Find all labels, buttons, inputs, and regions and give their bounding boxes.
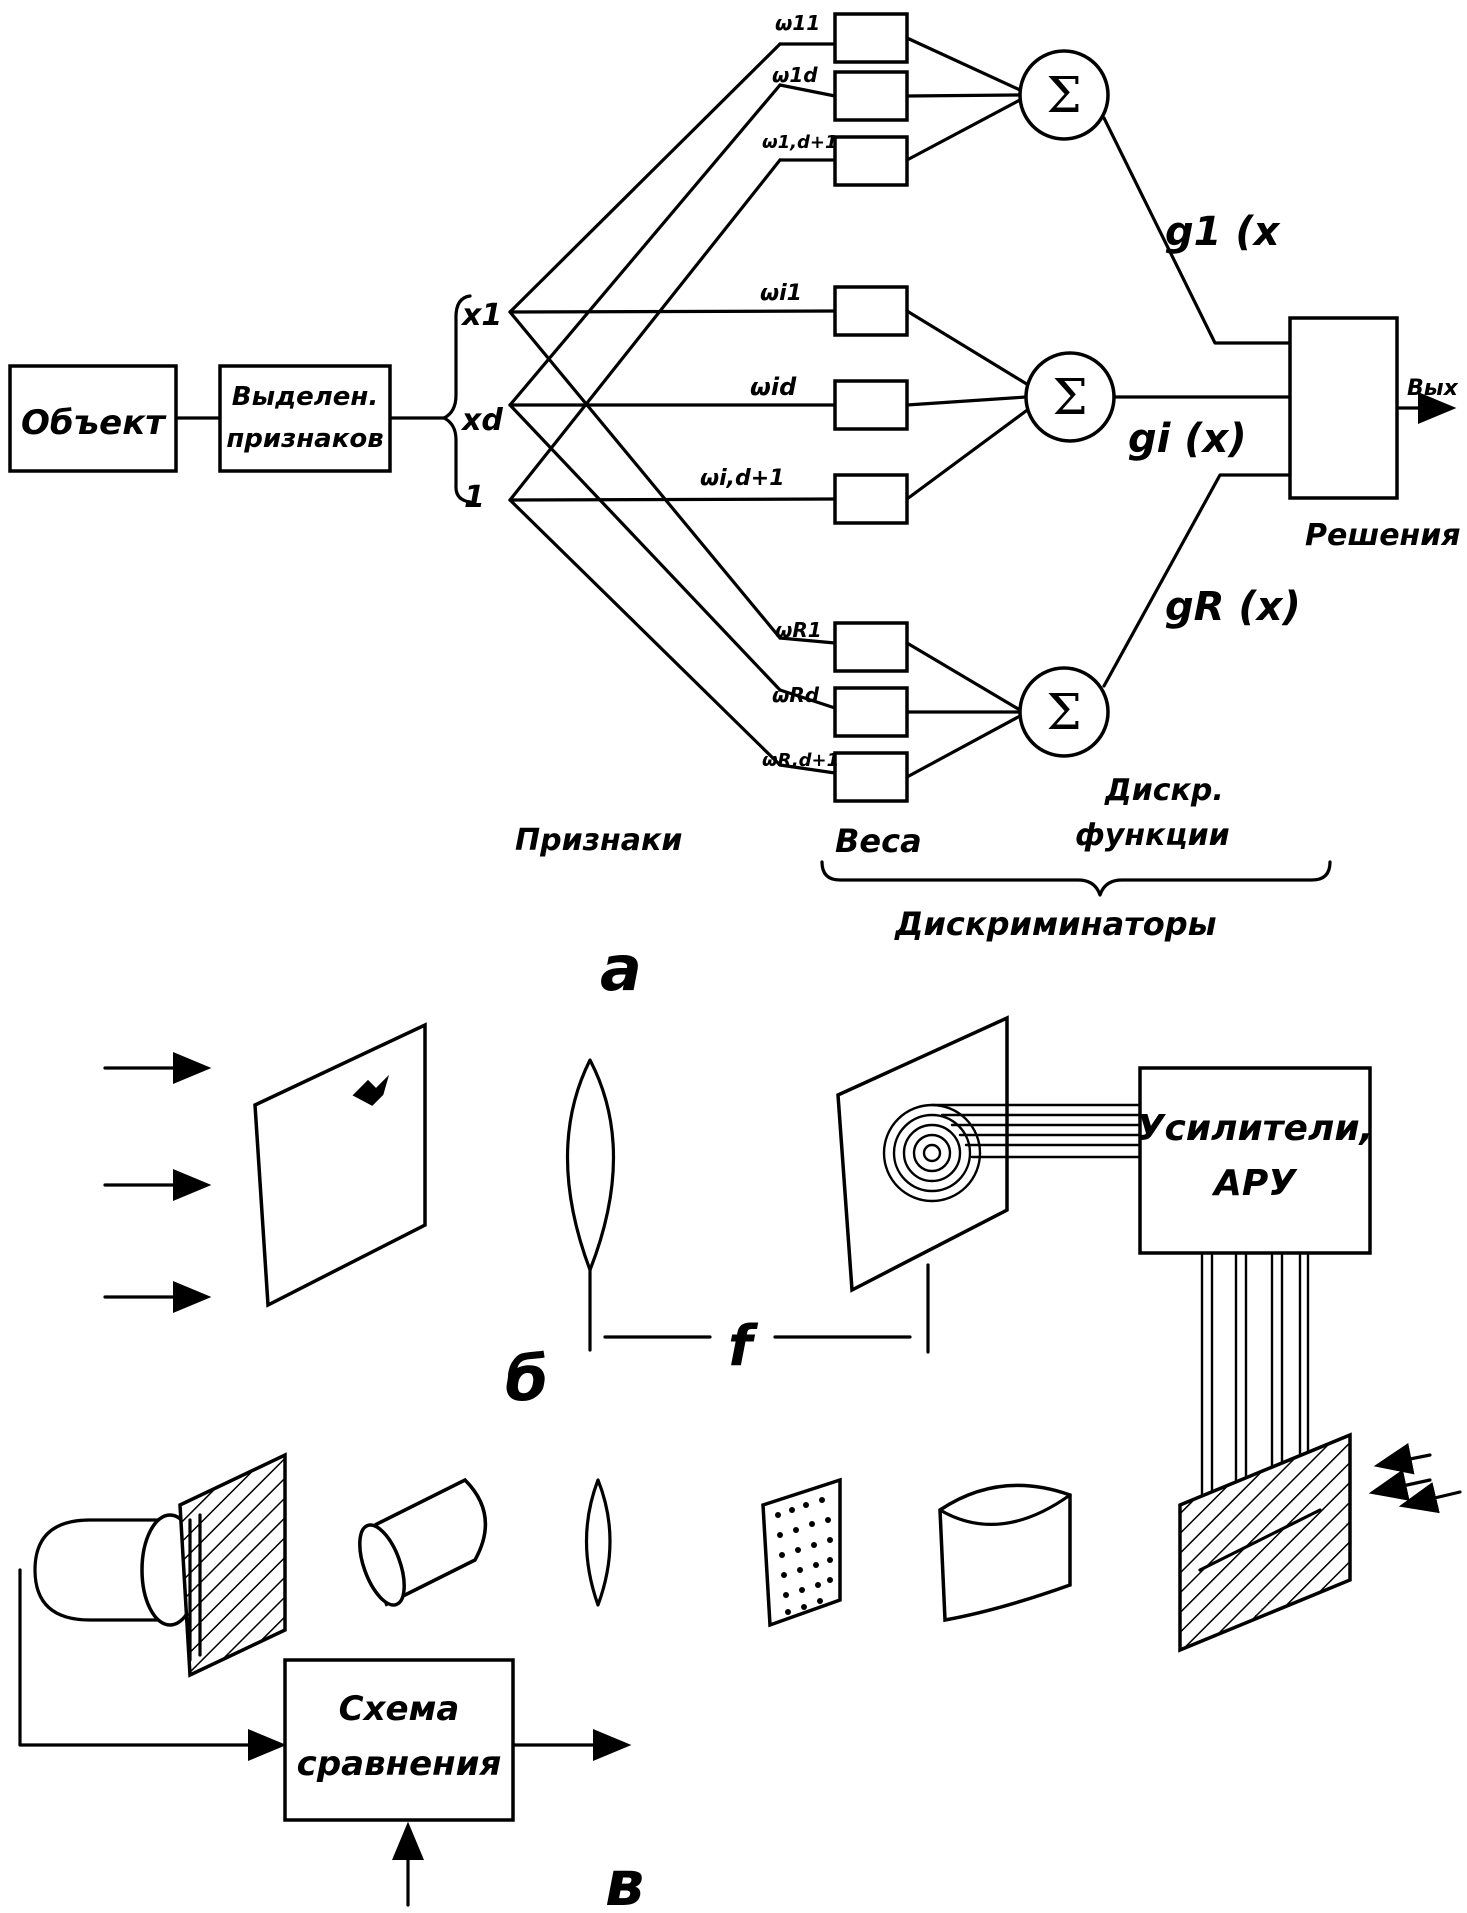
sum-node-1 — [1018, 49, 1110, 141]
discriminant-gi-label: gi (x) — [1128, 416, 1247, 462]
weight-label-R-d1: ωR,d+1 — [762, 750, 839, 771]
weight-box-R-d1 — [833, 751, 909, 803]
output-label: Вых — [1407, 376, 1459, 401]
weight-box-R-1 — [833, 621, 909, 673]
dot-mask-dots — [775, 1497, 833, 1615]
input-object-mark — [352, 1074, 390, 1106]
weight-label-R-1: ωR1 — [775, 618, 822, 642]
sum-symbol-i: Σ — [1052, 368, 1087, 426]
amplifier-label-line2: АРУ — [1211, 1163, 1298, 1204]
object-box-label: Объект — [21, 403, 167, 443]
light-source-housing — [178, 1452, 287, 1678]
weight-box-1-d — [833, 70, 909, 122]
fourier-lens — [566, 1058, 615, 1272]
panel-c-label: в — [605, 1847, 644, 1913]
weights-caption: Веса — [835, 822, 922, 860]
weight-label-1-1: ω11 — [775, 11, 820, 35]
input-plane — [253, 1022, 427, 1308]
dot-mask — [761, 1477, 842, 1628]
sum-symbol-1: Σ — [1046, 66, 1081, 124]
focal-length-label: f — [728, 1314, 759, 1379]
object-box — [8, 364, 178, 473]
weight-box-i-d1 — [833, 473, 909, 525]
panel-b-optical-setup: f Усилители, АРУ — [103, 1015, 1373, 1537]
features-caption: Признаки — [515, 823, 682, 858]
discriminators-brace — [820, 860, 1332, 897]
weight-box-R-d — [833, 686, 909, 738]
discr-functions-caption-line2: функции — [1075, 818, 1230, 853]
weight-label-1-d1: ω1,d+1 — [762, 132, 838, 153]
feature-xd-label: xd — [460, 403, 503, 438]
discriminant-gR-label: gR (x) — [1165, 584, 1301, 630]
comparison-label-line2: сравнения — [297, 1744, 502, 1784]
panel-a-label: a — [600, 932, 642, 1005]
weight-label-i-d: ωid — [750, 373, 797, 401]
feature-extraction-label-line1: Выделен. — [232, 382, 378, 412]
panel-a-classifier-diagram: Объект Выделен. признаков x1 xd 1 — [8, 11, 1461, 1005]
feature-extraction-box — [218, 364, 392, 473]
panel-b-label: б — [505, 1342, 548, 1415]
weight-label-i-d1: ωi,d+1 — [700, 466, 785, 491]
light-source-bulb — [33, 1518, 162, 1622]
weight-label-1-d: ω1d — [772, 63, 818, 87]
weight-box-1-d1 — [833, 135, 909, 187]
weight-label-i-1: ωi1 — [760, 281, 802, 306]
comparison-circuit-box — [283, 1658, 515, 1822]
cylindrical-lens — [938, 1483, 1072, 1623]
amplifier-label-line1: Усилители, — [1137, 1108, 1373, 1149]
feature-connections — [508, 42, 837, 767]
cylinder-lens-face — [358, 1523, 406, 1607]
collimating-lens — [584, 1478, 612, 1607]
discriminators-caption: Дискриминаторы — [894, 905, 1217, 943]
weight-box-1-1 — [833, 12, 909, 64]
sum-node-R — [1018, 666, 1110, 758]
weight-box-i-d — [833, 379, 909, 431]
panel-c-comparison-setup: Схема сравнения в — [18, 1432, 1462, 1913]
amplifier-agc-box — [1138, 1066, 1372, 1255]
weight-label-R-d: ωRd — [772, 683, 820, 707]
decision-box-label: Решения — [1305, 518, 1461, 553]
weight-box-i-1 — [833, 285, 909, 337]
discriminant-g1-label: g1 (x — [1165, 209, 1281, 255]
discr-functions-caption-line1: Дискр. — [1104, 773, 1224, 808]
decision-box — [1288, 316, 1399, 500]
sum-symbol-R: Σ — [1046, 683, 1081, 741]
feature-x1-label: x1 — [460, 298, 502, 333]
detector-plane — [836, 1015, 1009, 1293]
feature-one-label: 1 — [464, 480, 485, 515]
comparison-label-line1: Схема — [339, 1689, 460, 1729]
detector-array-plate — [1178, 1432, 1352, 1653]
feature-extraction-label-line2: признаков — [226, 424, 383, 454]
